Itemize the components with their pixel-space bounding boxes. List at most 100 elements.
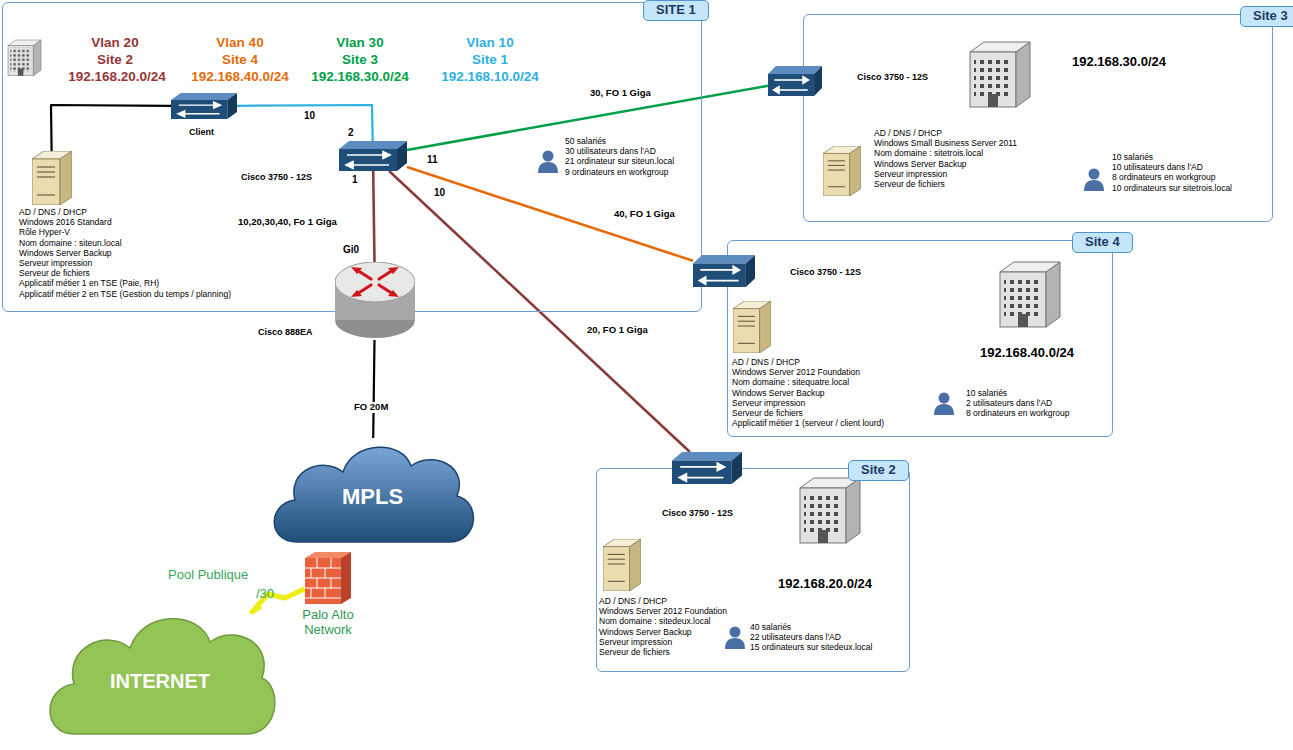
switch-icon [339, 141, 407, 171]
switch-box: Cisco 3750 - 12S [768, 66, 822, 96]
icon-part [608, 559, 625, 560]
icon-part [351, 267, 399, 297]
icon-part [347, 154, 384, 156]
user-count: 8 ordinateurs en workgroup [1112, 173, 1215, 183]
icon-part [351, 290, 362, 297]
pool-label: /30 [256, 587, 274, 602]
icon-part [738, 321, 755, 322]
server-spec: Serveur impression [19, 259, 92, 268]
icon-part [383, 152, 390, 159]
icon-part [37, 194, 55, 195]
user-count: 2 utilisateurs dans l'AD [966, 399, 1052, 409]
server-spec: Windows Server Backup [874, 160, 967, 169]
site-subnet: 192.168.30.0/24 [1072, 55, 1166, 70]
port-number: 1 [352, 174, 358, 186]
icon-part [388, 290, 399, 297]
server-spec: Windows Server 2012 Foundation [732, 368, 860, 377]
icon-part [699, 277, 705, 284]
user-count: 10 salariés [966, 389, 1007, 399]
server-spec: AD / DNS / DHCP [19, 208, 87, 217]
server-spec: Nom domaine : sitedeux.local [599, 617, 711, 626]
icon-part [357, 270, 393, 294]
server-spec: Applicatif métier 1 (serveur / client lo… [732, 419, 884, 428]
server-spec: Applicatif métier 1 en TSE (Paie, RH) [19, 279, 159, 288]
users-icon [538, 151, 558, 174]
device-label: Gi0 [343, 244, 359, 256]
server-box: AD / DNS / DHCPWindows Server 2012 Found… [733, 301, 771, 353]
icon-part [37, 166, 55, 167]
server-icon [32, 151, 72, 205]
user-count: 22 utilisateurs dans l'AD [750, 633, 841, 643]
site-tab: Site 2 [848, 460, 909, 481]
icon-part [60, 151, 72, 205]
icon-part [738, 316, 755, 343]
server-spec: Windows Server Backup [732, 389, 825, 398]
vlan-name: Vlan 20 [15, 35, 215, 51]
icon-part [171, 100, 227, 119]
icon-part [37, 167, 55, 195]
users-icon [725, 627, 745, 650]
device-label: Cisco 888EA [258, 327, 313, 337]
switch-box: Cisco 3750 - 12S [672, 452, 742, 484]
icon-part [608, 554, 625, 555]
server-spec: Serveur de fichiers [599, 648, 670, 657]
link-line [373, 340, 374, 438]
icon-part [828, 160, 845, 161]
link-label: FO 20M [352, 402, 390, 413]
vlan-subnet: 192.168.20.0/24 [17, 69, 217, 85]
icon-part [346, 152, 390, 169]
vlan-name: Vlan 30 [260, 35, 460, 51]
icon-part [305, 588, 341, 589]
icon-part [685, 477, 723, 479]
icon-part [331, 558, 332, 568]
server-spec: AD / DNS / DHCP [732, 358, 800, 367]
device-label: Cisco 3750 - 12S [857, 72, 928, 82]
server-spec: Serveur impression [732, 399, 805, 408]
building-icon [800, 478, 860, 543]
icon-part [179, 104, 215, 105]
server-box: AD / DNS / DHCPWindows 2016 StandardRôle… [32, 151, 72, 205]
user-count: 10 salariés [1112, 153, 1153, 163]
server-box: AD / DNS / DHCPWindows Small Business Se… [823, 146, 861, 196]
user-count: 50 salariés [565, 137, 606, 147]
pool-label: Pool Publique [168, 568, 248, 583]
icon-part [388, 267, 399, 274]
icon-part [339, 141, 407, 149]
icon-part [733, 309, 760, 353]
server-spec: Nom domaine : siteun.local [19, 239, 122, 248]
port-number: 2 [348, 127, 354, 139]
site-subnet: 192.168.20.0/24 [778, 577, 872, 592]
server-spec: AD / DNS / DHCP [874, 129, 942, 138]
link-label: 20, FO 1 Giga [585, 325, 650, 336]
link-label: 40, FO 1 Giga [612, 209, 677, 220]
icon-part [311, 568, 312, 578]
link-label: 10 [302, 110, 317, 122]
vlan-site: Site 1 [390, 52, 590, 68]
icon-part [803, 77, 809, 84]
server-icon [603, 539, 641, 591]
vlan-name: Vlan 40 [140, 35, 340, 51]
icon-part [325, 568, 326, 578]
vlan-name: Vlan 10 [390, 35, 590, 51]
switch-icon [171, 93, 237, 119]
switch-box: Client [171, 93, 237, 119]
server-spec: Applicatif métier 2 en TSE (Gestion du t… [19, 290, 231, 299]
server-icon [733, 301, 771, 353]
icon-part [630, 539, 641, 591]
icon-part [178, 111, 185, 117]
icon-part [331, 578, 332, 588]
icon-part [351, 267, 362, 274]
switch-box: Cisco 3750 - 12S [693, 255, 755, 287]
firewall-box: Palo Alto Network [305, 552, 351, 604]
icon-part [305, 568, 341, 569]
switch-box: Cisco 3750 - 12S [339, 141, 407, 171]
link-label: 10,20,30,40, Fo 1 Giga [236, 217, 339, 228]
icon-part [672, 461, 732, 484]
link-line [373, 171, 374, 262]
port-number: 10 [434, 187, 445, 199]
icon-part [746, 255, 755, 287]
port-number: 11 [427, 154, 438, 166]
vlan-subnet: 192.168.40.0/24 [140, 69, 340, 85]
icon-part [214, 102, 221, 108]
